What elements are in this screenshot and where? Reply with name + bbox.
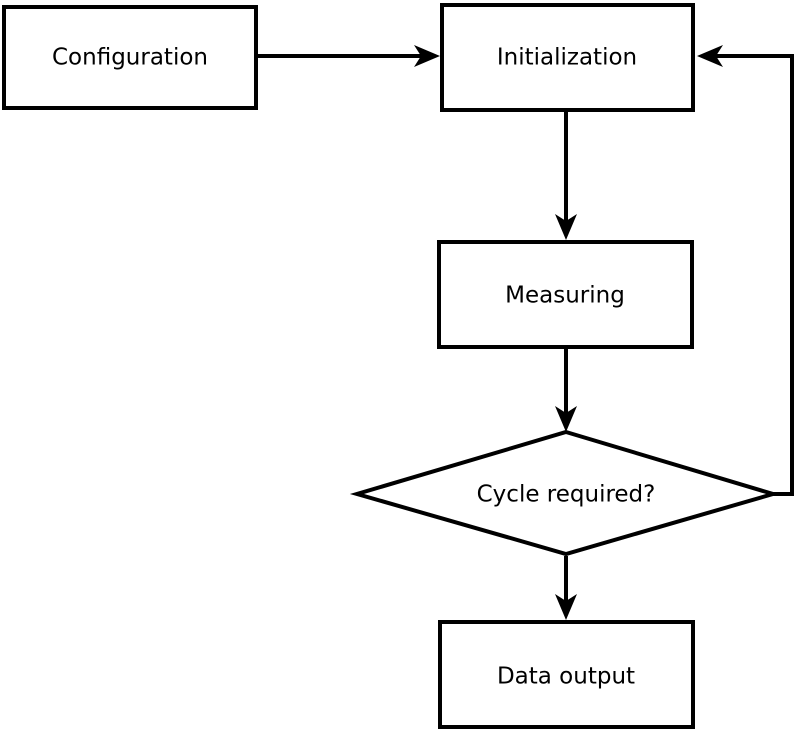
node-configuration-label: Configuration [52, 45, 208, 71]
arrowhead-left-icon [697, 45, 723, 67]
arrowhead-right-icon [414, 45, 440, 67]
node-measuring-shape[interactable] [437, 240, 694, 349]
node-configuration[interactable]: Configuration [2, 5, 258, 110]
edge-configuration-to-initialization [258, 45, 440, 67]
arrowhead-down-icon [555, 406, 577, 432]
node-data-output-shape[interactable] [438, 620, 695, 729]
arrowhead-down-icon [555, 214, 577, 240]
node-initialization-shape[interactable] [440, 3, 695, 112]
edge-group [258, 45, 794, 620]
node-cycle-required[interactable]: Cycle required? [349, 429, 781, 557]
node-data-output-label: Data output [497, 664, 635, 690]
node-configuration-shape[interactable] [2, 5, 258, 110]
edge-line-feedback-loop [706, 54, 794, 496]
node-initialization-label: Initialization [497, 45, 637, 71]
edge-cycle-required-to-initialization-feedback [697, 45, 794, 496]
node-cycle-required-label: Cycle required? [477, 482, 656, 508]
node-measuring[interactable]: Measuring [437, 240, 694, 349]
node-cycle-required-shape[interactable] [349, 429, 781, 557]
edge-initialization-to-measuring [555, 112, 577, 240]
edge-cycle-required-to-data-output [555, 556, 577, 620]
node-data-output[interactable]: Data output [438, 620, 695, 729]
node-measuring-label: Measuring [505, 283, 625, 309]
edge-measuring-to-cycle-required [555, 349, 577, 432]
node-group: Configuration Initialization Measuring C… [2, 3, 781, 729]
arrowhead-down-icon [555, 594, 577, 620]
node-initialization[interactable]: Initialization [440, 3, 695, 112]
